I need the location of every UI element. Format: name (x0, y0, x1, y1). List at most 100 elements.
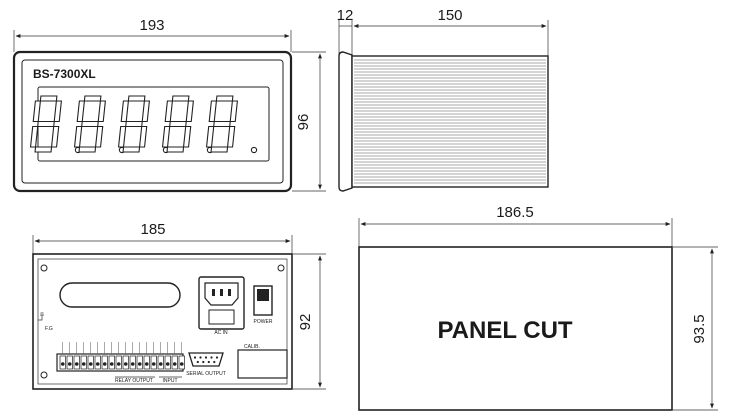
model-name: BS-7300XL (33, 67, 96, 81)
digit-segment (94, 125, 104, 148)
panel-cut-outline (358, 246, 673, 411)
front-bezel-inner (21, 59, 284, 184)
side-bezel-profile (338, 51, 353, 192)
digit-segment (205, 125, 215, 148)
terminal-screw (172, 362, 177, 366)
digit-segment (117, 125, 127, 148)
side-body-depth-label: 150 (437, 7, 462, 24)
digit-segment (76, 100, 85, 123)
serial-pin (207, 360, 210, 364)
digit-segment (32, 100, 41, 123)
decimal-point (250, 146, 258, 154)
digit-segment (138, 125, 148, 148)
rear-width-label: 185 (140, 221, 165, 238)
terminal-screw (130, 362, 135, 366)
serial-pin (213, 360, 216, 364)
terminal-screw (179, 362, 184, 366)
digit-segment (83, 95, 102, 102)
digit-segment (161, 125, 171, 148)
panel-cut-view: 186.5 93.5 PANEL CUT (358, 204, 718, 411)
cut-width-label: 186.5 (496, 204, 534, 221)
ac-pin-center (220, 289, 223, 296)
digit-segment (185, 100, 194, 123)
screw-bottom-left (40, 371, 48, 379)
digit-segment (120, 100, 129, 123)
terminal-screw (144, 362, 149, 366)
terminal-screw (81, 362, 86, 366)
relay-output-label: RELAY OUTPUT (115, 378, 153, 384)
screw-top-right (277, 264, 285, 272)
digit-segment (210, 146, 229, 153)
digit-segment (164, 100, 173, 123)
terminal-screw (102, 362, 107, 366)
side-housing (351, 55, 549, 188)
terminal-screw (158, 362, 163, 366)
digit-segment (127, 95, 146, 102)
calib-label: CALIB. (244, 344, 260, 350)
serial-pin (215, 356, 219, 359)
digit-segment (125, 120, 143, 128)
label-slot (59, 282, 181, 308)
serial-connector (188, 352, 224, 367)
digit-segment (97, 100, 106, 123)
housing-fins (354, 59, 546, 184)
serial-pin (196, 360, 199, 364)
ground-icon (38, 312, 44, 321)
digit-segment (226, 125, 236, 148)
terminal-screw (123, 362, 128, 366)
rear-height-label: 92 (297, 314, 314, 331)
rear-view: 185 92 AC IN POWER F.G RELAY OUTP (32, 221, 326, 390)
screw-top-left (40, 264, 48, 272)
digit-segment (50, 125, 60, 148)
terminal-screw (137, 362, 142, 366)
ac-pin-left (212, 289, 215, 296)
digit-segment (213, 120, 231, 128)
digit-segment (53, 100, 62, 123)
front-view: 193 96 BS-7300XL (12, 17, 326, 193)
digit-segment (171, 95, 190, 102)
rear-panel-inner (37, 258, 288, 385)
seven-segment-display (29, 95, 258, 154)
digit-segment (73, 125, 83, 148)
digit-segment (169, 120, 187, 128)
digit-segment (141, 100, 150, 123)
power-label: POWER (254, 319, 273, 325)
power-switch-rocker (257, 289, 269, 301)
terminal-screw (151, 362, 156, 366)
front-height-label: 96 (295, 114, 312, 131)
serial-pin (202, 360, 205, 364)
fuse-holder (208, 309, 235, 325)
serial-output-label: SERIAL OUTPUT (186, 371, 226, 377)
digit-segment (39, 95, 58, 102)
digit-segment (166, 146, 185, 153)
serial-pin (199, 356, 202, 359)
serial-pin (210, 356, 213, 359)
serial-connector-pins (193, 356, 219, 364)
fg-label: F.G (45, 326, 53, 332)
side-view: 12 150 (337, 7, 549, 192)
input-label: INPUT (163, 378, 178, 384)
digit-segment (122, 146, 141, 153)
digit-segment (208, 100, 217, 123)
digit-segment (215, 95, 234, 102)
digit-segment (78, 146, 97, 153)
panel-cut-label: PANEL CUT (437, 317, 572, 344)
terminal-screw (165, 362, 170, 366)
serial-pin (193, 356, 197, 359)
front-width-label: 193 (139, 17, 164, 34)
calib-window (237, 349, 288, 379)
ac-pin-right (228, 289, 231, 296)
terminal-screw (109, 362, 114, 366)
ac-in-label: AC IN (214, 330, 228, 336)
digit-segment (229, 100, 238, 123)
digit-segment (34, 146, 53, 153)
terminal-screw (116, 362, 121, 366)
terminal-screw (88, 362, 93, 366)
cut-height-label: 93.5 (691, 314, 708, 343)
digit-segment (37, 120, 55, 128)
serial-pin (204, 356, 208, 359)
terminal-screw (74, 362, 79, 366)
terminal-screws (59, 342, 185, 370)
terminal-screw (60, 362, 65, 366)
